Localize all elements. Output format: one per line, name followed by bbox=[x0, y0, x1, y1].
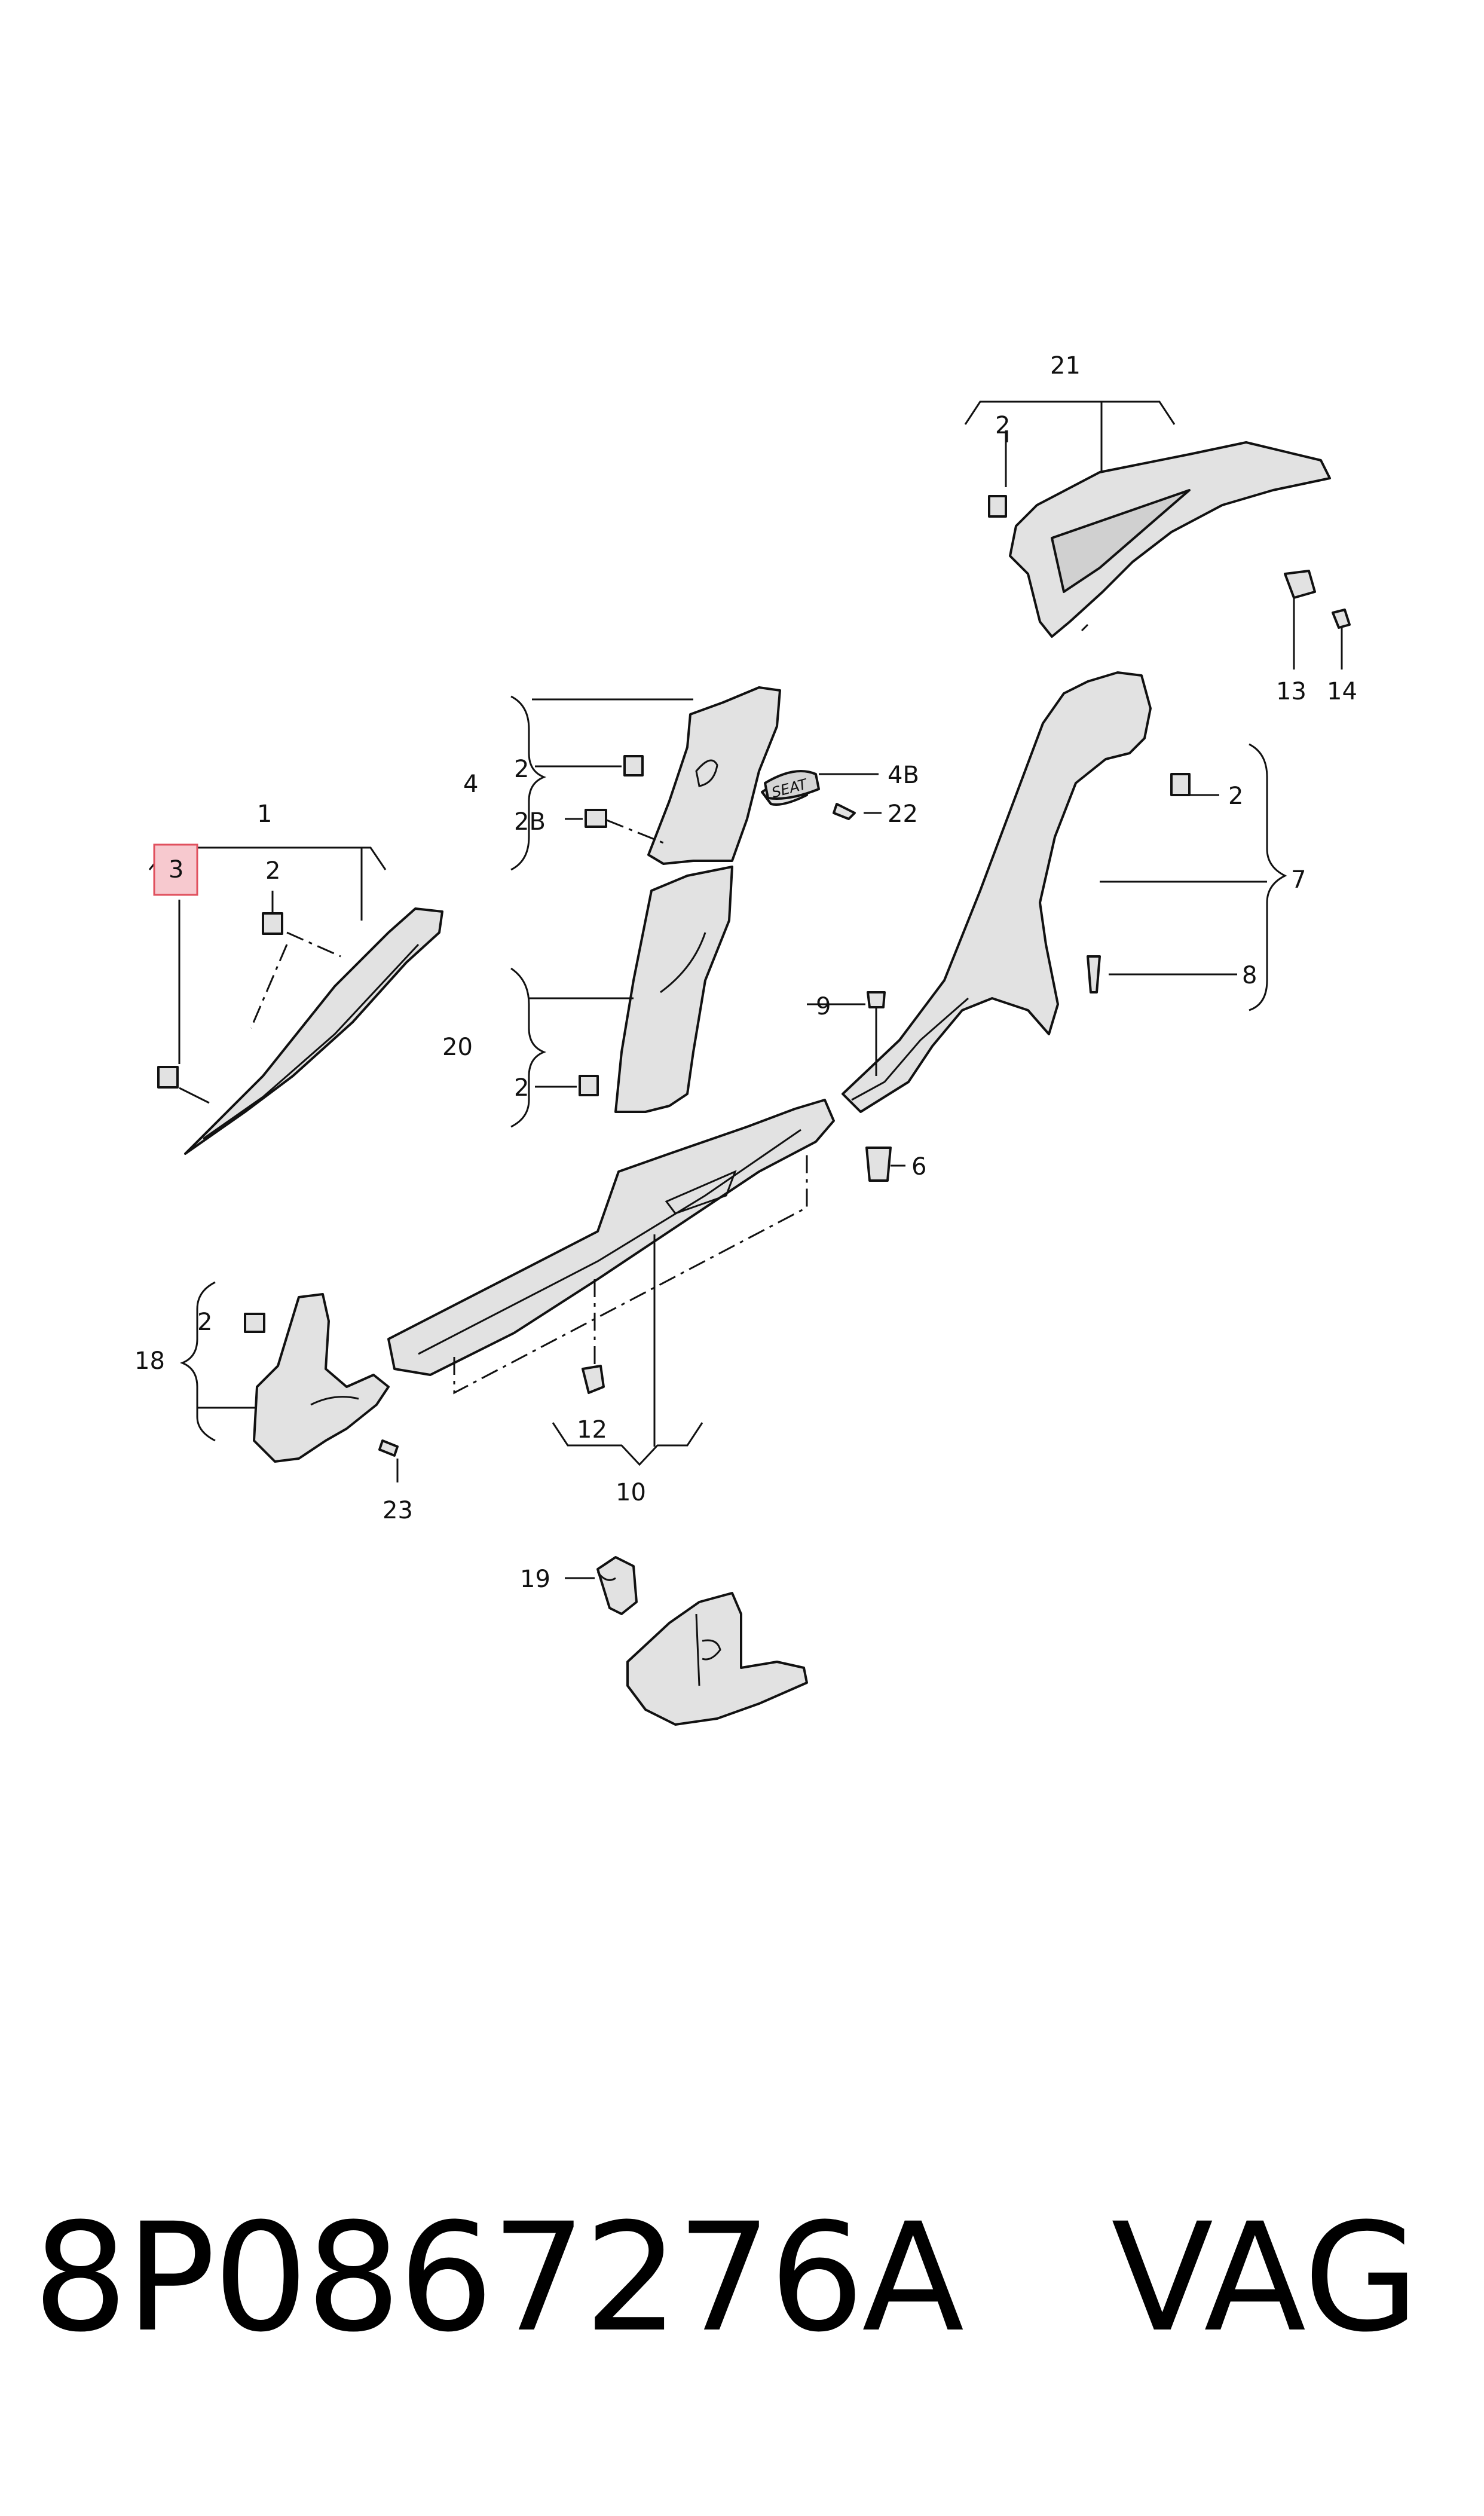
callout-10: 10 bbox=[616, 1479, 646, 1506]
callout-2: 2 bbox=[514, 1074, 529, 1102]
callout-2: 2 bbox=[1228, 782, 1243, 810]
callout-19: 19 bbox=[520, 1566, 550, 1593]
highlight-box bbox=[153, 843, 198, 896]
callout-12: 12 bbox=[577, 1416, 607, 1444]
callout-23: 23 bbox=[383, 1497, 413, 1524]
callout-4: 4 bbox=[463, 771, 478, 798]
callout-2: 2 bbox=[995, 412, 1010, 439]
callout-14: 14 bbox=[1327, 678, 1357, 705]
leader-lines bbox=[565, 430, 1089, 1579]
brand-label: VAG bbox=[1111, 2190, 1419, 2365]
callout-2: 2 bbox=[514, 756, 529, 783]
footer: 8P0867276A VAG bbox=[33, 2176, 1455, 2379]
callout-6: 6 bbox=[911, 1153, 926, 1181]
callout-13: 13 bbox=[1276, 678, 1306, 705]
callout-labels: 21 2 13 14 4 2 2B 4B 22 2 7 8 1 3 2 20 2… bbox=[134, 352, 1357, 1593]
part-21-trim bbox=[964, 401, 1351, 669]
callout-1: 1 bbox=[257, 800, 272, 828]
callout-2: 2 bbox=[197, 1309, 212, 1336]
callout-3: 3 bbox=[169, 856, 183, 883]
part-number: 8P0867276A bbox=[33, 2190, 964, 2365]
callout-2: 2 bbox=[265, 857, 280, 885]
callout-18: 18 bbox=[134, 1347, 165, 1375]
callout-2B: 2B bbox=[514, 808, 546, 836]
part-19-lower-trim bbox=[596, 1556, 808, 1726]
part-1-pillar-trim bbox=[148, 846, 443, 1155]
part-4-pillar-upper bbox=[510, 686, 882, 871]
callout-8: 8 bbox=[1242, 962, 1257, 989]
callout-21: 21 bbox=[1050, 352, 1081, 380]
callout-7: 7 bbox=[1291, 866, 1306, 894]
part-18-footwell-trim bbox=[179, 1281, 399, 1482]
callout-22: 22 bbox=[888, 800, 918, 828]
callout-4B: 4B bbox=[888, 762, 919, 789]
part-20-pillar-lower bbox=[510, 866, 733, 1128]
fasteners-9-6 bbox=[865, 991, 892, 1182]
part-10-sill-panel bbox=[387, 1099, 835, 1466]
callout-20: 20 bbox=[442, 1034, 473, 1061]
callout-9: 9 bbox=[816, 993, 831, 1020]
part-7-pillar-trim bbox=[842, 671, 1287, 1113]
